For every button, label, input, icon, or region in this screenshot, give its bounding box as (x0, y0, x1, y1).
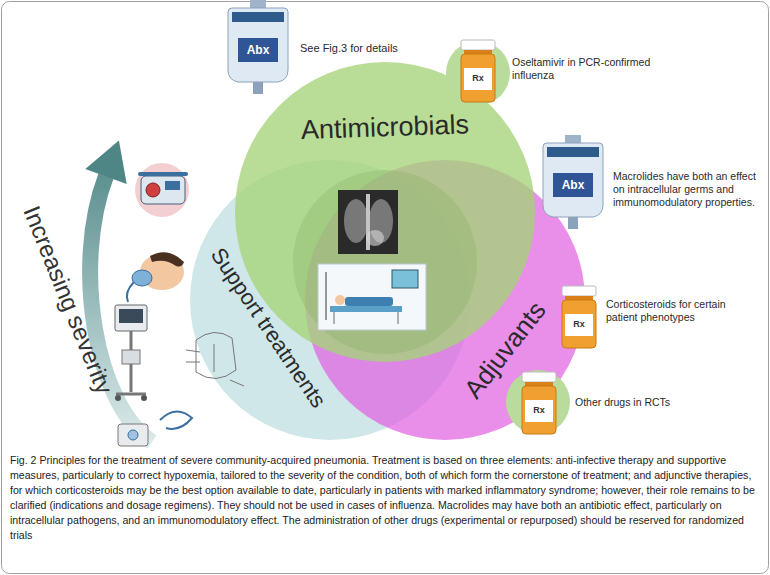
bag-port (568, 217, 578, 229)
icu-bed (330, 306, 402, 312)
iv-bag-icon (543, 135, 603, 229)
ecmo-icon (135, 163, 189, 217)
bed-leg (398, 312, 399, 324)
ventilator-monitor (115, 305, 147, 331)
bag-tag-text: Abx (562, 178, 585, 193)
ecmo-body (141, 176, 185, 204)
bottle-neck (565, 296, 593, 300)
bag-body (543, 143, 603, 217)
bottle-label (565, 314, 593, 336)
arrow-shaft (90, 176, 152, 442)
schematic-line (186, 350, 200, 352)
xray-heart (366, 230, 384, 246)
schematic-outline (196, 332, 236, 378)
rx-symbol: Rx (472, 73, 484, 84)
oxygen-mask (132, 270, 152, 286)
icon-backdrop (135, 163, 189, 217)
severity-arrow (85, 140, 152, 442)
schematic-line (186, 362, 200, 363)
center-disc (293, 170, 477, 354)
mask-tube (127, 282, 134, 302)
head (140, 254, 184, 290)
pill-bottle-icon (562, 286, 596, 348)
xray-lung (344, 199, 368, 243)
pill-bottle-icon (461, 40, 495, 102)
iv-pole (325, 272, 327, 320)
oxygen-unit (118, 424, 148, 446)
icu-picture (318, 264, 426, 330)
ventilator-unit (122, 350, 140, 364)
bed-leg (334, 312, 335, 324)
arrow-head (85, 140, 126, 184)
bag-tag (553, 173, 593, 197)
icu-monitor (392, 270, 418, 288)
bottle-label (464, 68, 492, 90)
mask-patient-icon (127, 252, 184, 302)
callout-note: See Fig.3 for details (300, 42, 470, 56)
bottle-neck (525, 382, 553, 386)
bottle-body (522, 386, 556, 434)
circle-outline (235, 62, 535, 362)
airway-schematic (186, 332, 244, 386)
bottle-cap (562, 286, 596, 296)
callout-note: Other drugs in RCTs (575, 396, 755, 409)
ecmo-handle (138, 172, 188, 176)
xray-spine (366, 194, 370, 250)
schematic-line (214, 344, 215, 372)
chest-xray (338, 190, 398, 254)
ventilator-base (116, 393, 146, 396)
cannula-icon (118, 411, 192, 446)
venn-circle: Antimicrobials (235, 62, 535, 362)
bag-band (232, 12, 284, 22)
icon-backdrop (446, 41, 510, 105)
bottle-label (525, 400, 553, 422)
circle-fill (235, 62, 535, 362)
cannula-tube (160, 411, 192, 428)
ecmo-pump (146, 183, 160, 197)
patient-head (335, 295, 345, 305)
circle-fill (305, 160, 585, 440)
callout-note: Oseltamivir in PCR-confirmed influenza (512, 56, 674, 82)
ventilator-screen (119, 309, 143, 323)
wheel (115, 395, 121, 401)
ventilator-icon (115, 305, 147, 401)
bag-tag-text: Abx (247, 43, 270, 58)
bag-tag (238, 38, 278, 62)
hair (150, 252, 184, 266)
figure-caption: Fig. 2 Principles for the treatment of s… (10, 453, 758, 543)
bag-hanger (565, 135, 581, 143)
bottle-cap (522, 372, 556, 382)
icu-frame (318, 264, 426, 330)
ecmo-screen (165, 181, 180, 190)
bag-hanger (250, 0, 266, 8)
circle-title: Antimicrobials (301, 110, 470, 146)
xray-film (338, 190, 398, 254)
axis-label: Increasing severity (17, 202, 120, 399)
callout-note: Corticosteroids for certain patient phen… (606, 298, 758, 324)
bag-body (228, 8, 288, 82)
bottle-cap (461, 40, 495, 50)
bottle-body (461, 54, 495, 102)
icon-backdrop (506, 370, 570, 434)
bottle-neck (464, 50, 492, 54)
bag-band (547, 147, 599, 157)
patient-body (345, 297, 393, 306)
xray-lung (369, 199, 393, 243)
bottle-body (562, 300, 596, 348)
schematic-line (230, 380, 244, 386)
iv-bag-icon (228, 0, 288, 94)
ventilator-stand (130, 331, 133, 392)
pill-bottle-icon (522, 372, 556, 434)
oxygen-dial (128, 430, 138, 440)
wheel (141, 395, 147, 401)
bag-port (253, 82, 263, 94)
callout-note: Macrolides have both an effect on intrac… (613, 170, 765, 209)
